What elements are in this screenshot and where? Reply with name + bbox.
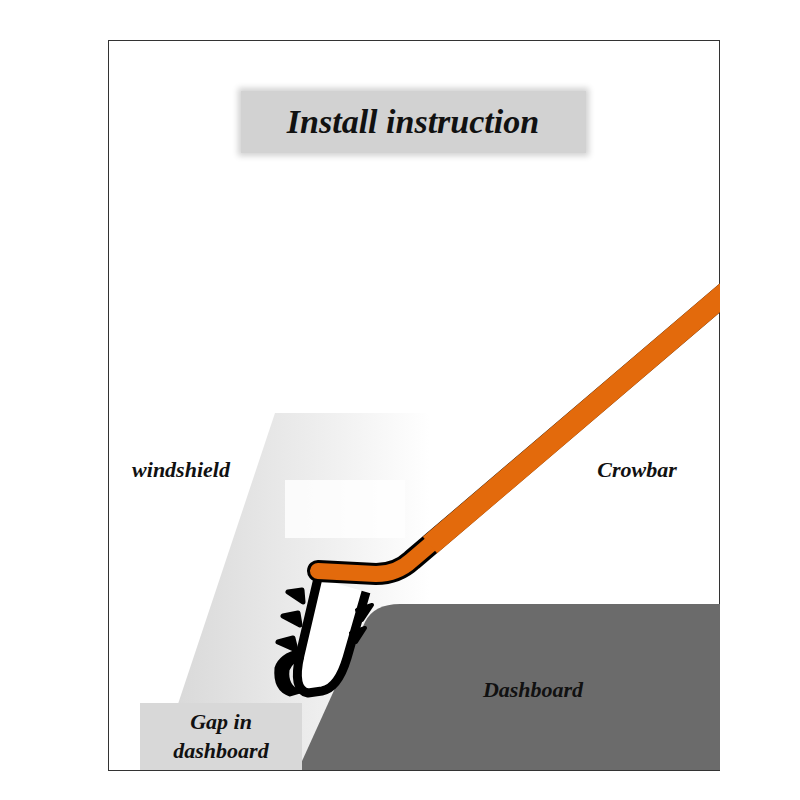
title-text: Install instruction <box>287 103 539 141</box>
title-box: Install instruction <box>241 91 586 153</box>
label-text: Crowbar <box>597 457 676 483</box>
seal-strip <box>276 578 372 695</box>
node-text: Gap in dashboard <box>140 707 302 766</box>
windshield-glare <box>285 480 405 538</box>
crowbar-label: Crowbar <box>597 457 676 483</box>
dashboard-fill <box>298 604 720 770</box>
crowbar <box>318 285 720 574</box>
node-text: Dashboard <box>483 675 583 705</box>
gap-label-box: Gap in dashboard <box>140 703 302 770</box>
label-text: windshield <box>132 457 230 483</box>
frame <box>109 41 720 771</box>
windshield-label: windshield <box>132 457 230 483</box>
